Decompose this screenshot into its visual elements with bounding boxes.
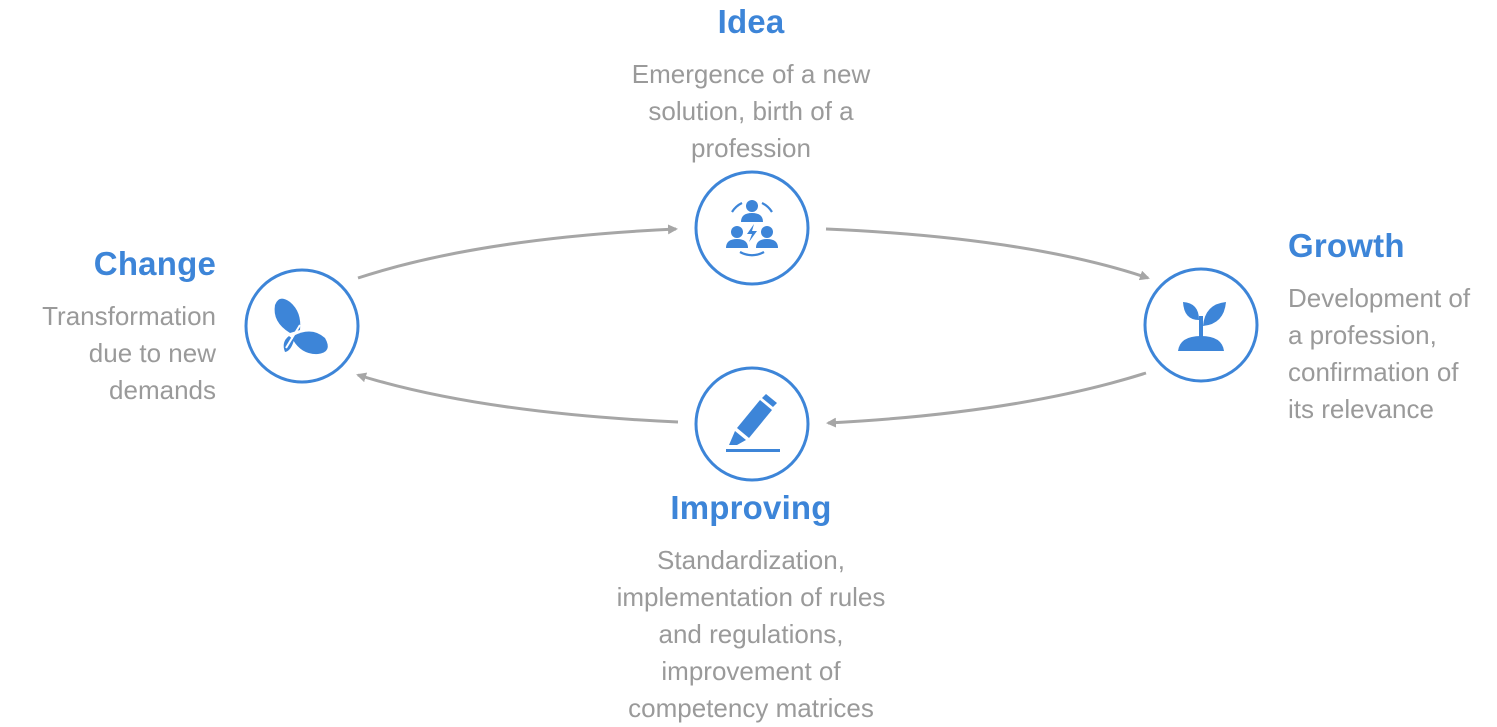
arrow-growth-to-improving [826,371,1147,428]
idea-description-line: Emergence of a new [631,59,871,89]
idea-title: Idea [717,3,785,40]
sprout-icon [1178,302,1226,351]
improving-description-line: and regulations, [658,619,844,649]
improving-title: Improving [670,489,832,526]
change-node [244,268,360,384]
idea-node [694,170,810,286]
improving-description-line: improvement of [661,656,841,686]
idea-description: Emergence of a new solution, birth of a … [561,56,941,167]
improving-description-line: Standardization, [657,545,845,575]
change-description-line: Transformation [42,301,216,331]
growth-description-line: a profession, [1288,320,1437,350]
improving-description-line: implementation of rules [616,582,886,612]
team-meeting-icon [726,200,778,257]
growth-description-line: confirmation of [1288,357,1459,387]
idea-description-line: solution, birth of a [648,96,854,126]
change-title: Change [93,245,216,282]
idea-description-line: profession [691,133,811,163]
arrow-idea-to-growth [825,227,1150,281]
growth-title: Growth [1288,227,1405,264]
improving-description: Standardization, implementation of rules… [561,542,941,727]
improving-node [694,366,810,482]
change-description-line: due to new [88,338,216,368]
growth-description-line: its relevance [1288,394,1434,424]
improving-description-line: competency matrices [628,693,874,723]
arrow-change-to-idea [357,224,678,280]
change-description-line: demands [109,375,216,405]
growth-description: Development of a profession, confirmatio… [1288,280,1493,428]
growth-node [1143,267,1259,383]
growth-description-line: Development of [1288,283,1471,313]
change-description: Transformation due to new demands [0,298,216,409]
butterfly-icon [274,298,328,355]
arrow-improving-to-change [356,372,679,424]
highlighter-icon [726,394,780,452]
